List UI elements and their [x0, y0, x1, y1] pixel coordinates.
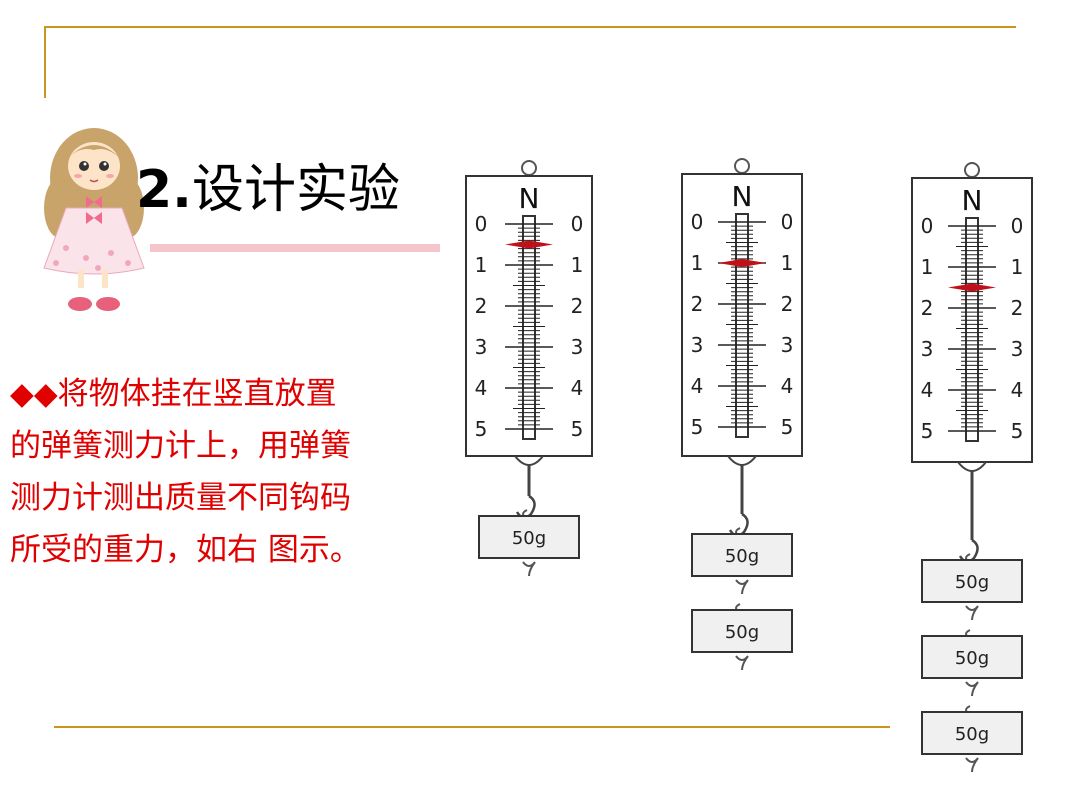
- weight-hook-bottom: [965, 757, 979, 773]
- top-ring: [964, 162, 980, 178]
- tick-label-left: 0: [691, 210, 704, 234]
- tick-label-left: 1: [475, 253, 488, 277]
- scale-tube: [735, 213, 749, 438]
- description-line: 的弹簧测力计上，用弹簧: [10, 428, 351, 464]
- hook: [728, 512, 749, 537]
- tick-label-right: 5: [781, 415, 794, 439]
- tick-label-right: 0: [781, 210, 794, 234]
- weight-label: 50g: [512, 528, 546, 549]
- tick-label-left: 4: [691, 374, 704, 398]
- spring-scale-2: N 0 0 1 1 2 2 3 3 4 4 5 5 50g 50g: [681, 158, 803, 671]
- tick-label-left: 5: [475, 417, 488, 441]
- bottom-loop: [514, 455, 544, 466]
- tick-label-left: 1: [691, 251, 704, 275]
- frame-left-line: [44, 26, 46, 98]
- tick-label-right: 1: [571, 253, 584, 277]
- bottom-loop: [957, 461, 987, 472]
- tick-label-left: 5: [921, 419, 934, 443]
- tick-label-right: 2: [781, 292, 794, 316]
- title-number: 2.: [136, 160, 192, 220]
- pointer-mark: [948, 283, 996, 292]
- tick-label-right: 3: [571, 335, 584, 359]
- weight-hook-bottom: [735, 655, 749, 671]
- description-line: 所受的重力，如右 图示。: [10, 532, 361, 568]
- weight-label: 50g: [955, 724, 989, 745]
- tick-label-right: 3: [1011, 337, 1024, 361]
- title-underline-bar: [150, 244, 440, 252]
- tick-label-left: 3: [475, 335, 488, 359]
- tick-label-left: 0: [921, 214, 934, 238]
- weight-label: 50g: [955, 572, 989, 593]
- spring-scale-3: N 0 0 1 1 2 2 3 3 4 4 5 5 50g 50g 50g: [911, 162, 1033, 773]
- tick-label-right: 3: [781, 333, 794, 357]
- top-ring: [521, 160, 537, 176]
- tick-label-right: 4: [571, 376, 584, 400]
- unit-label: N: [962, 184, 983, 217]
- frame-top-line: [44, 26, 1016, 28]
- tick-label-right: 4: [781, 374, 794, 398]
- scale-tube: [522, 215, 536, 440]
- pointer-mark: [718, 259, 766, 267]
- tick-label-left: 4: [475, 376, 488, 400]
- tick-label-left: 3: [691, 333, 704, 357]
- slide-title: 2.设计实验: [136, 158, 400, 222]
- weight-block: [921, 559, 1023, 603]
- weight-block: [691, 533, 793, 577]
- weight-block: [921, 711, 1023, 755]
- tick-label-right: 2: [1011, 296, 1024, 320]
- tick-label-right: 5: [1011, 419, 1024, 443]
- weight-label: 50g: [725, 622, 759, 643]
- weight-hook-bottom: [735, 579, 749, 595]
- weight-block: [921, 635, 1023, 679]
- weight-hook-bottom: [965, 681, 979, 697]
- hook: [515, 494, 536, 519]
- tick-label-left: 3: [921, 337, 934, 361]
- unit-label: N: [519, 182, 540, 215]
- tick-label-left: 2: [691, 292, 704, 316]
- scale-tube: [965, 217, 979, 442]
- tick-label-right: 4: [1011, 378, 1024, 402]
- description: ◆◆将物体挂在竖直放置 的弹簧测力计上，用弹簧 测力计测出质量不同钩码 所受的重…: [10, 368, 430, 576]
- tick-label-right: 1: [1011, 255, 1024, 279]
- tick-label-left: 2: [921, 296, 934, 320]
- bottom-loop: [727, 455, 757, 466]
- description-line: 测力计测出质量不同钩码: [10, 480, 351, 516]
- tick-label-left: 4: [921, 378, 934, 402]
- tick-label-right: 5: [571, 417, 584, 441]
- tick-label-right: 0: [1011, 214, 1024, 238]
- tick-label-right: 0: [571, 212, 584, 236]
- tick-label-left: 2: [475, 294, 488, 318]
- unit-label: N: [732, 180, 753, 213]
- tick-label-left: 0: [475, 212, 488, 236]
- weight-label: 50g: [725, 546, 759, 567]
- hook: [958, 538, 979, 563]
- tick-label-right: 2: [571, 294, 584, 318]
- weight-block: [691, 609, 793, 653]
- weight-hook-bottom: [522, 561, 536, 577]
- weight-hook-bottom: [965, 605, 979, 621]
- title-text: 设计实验: [191, 160, 400, 220]
- weight-label: 50g: [955, 648, 989, 669]
- weight-block: [478, 515, 580, 559]
- description-line: ◆◆将物体挂在竖直放置: [10, 376, 337, 412]
- pointer-mark: [505, 240, 553, 249]
- cartoon-girl-icon: [43, 128, 145, 311]
- spring-scale-1: N 0 0 1 1 2 2 3 3 4 4 5 5 50g: [465, 160, 593, 577]
- frame-bottom-line: [54, 726, 890, 728]
- tick-label-left: 1: [921, 255, 934, 279]
- tick-label-left: 5: [691, 415, 704, 439]
- tick-label-right: 1: [781, 251, 794, 275]
- top-ring: [734, 158, 750, 174]
